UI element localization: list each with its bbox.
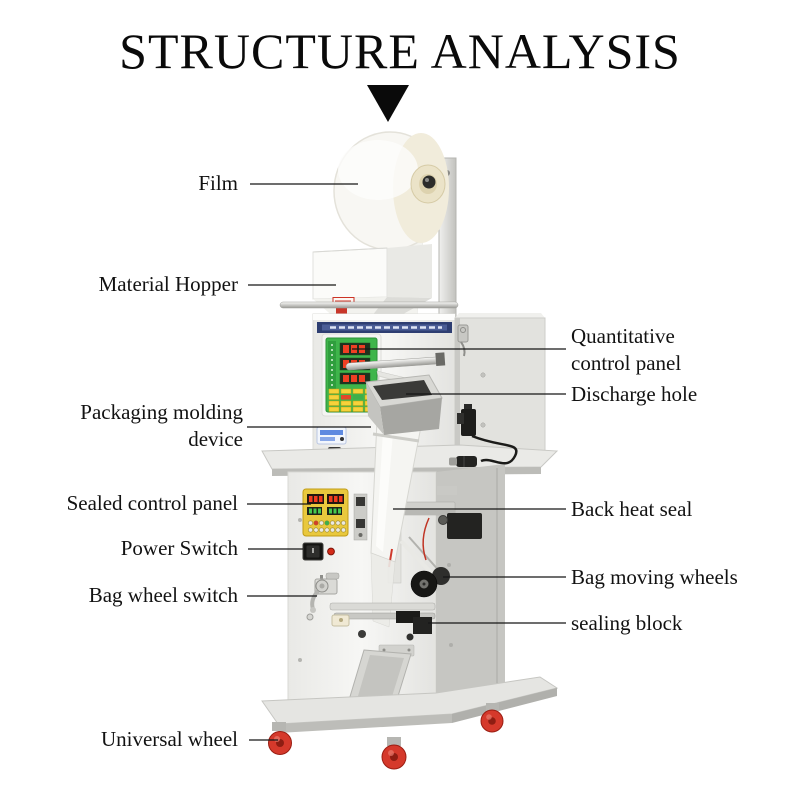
label-back-heat-seal: Back heat seal	[571, 497, 693, 521]
universal-wheel-part	[268, 703, 504, 770]
label-sealed-control-panel: Sealed control panel	[66, 491, 238, 515]
quantitative-control-panel-part	[321, 333, 382, 417]
page-title: STRUCTURE ANALYSIS	[119, 23, 681, 79]
label-universal-wheel: Universal wheel	[100, 727, 238, 751]
label-film: Film	[198, 171, 238, 195]
label-power-switch: Power Switch	[120, 536, 238, 560]
guide-rod	[279, 301, 459, 309]
label-material-hopper: Material Hopper	[98, 272, 238, 296]
bottom-slide-chute	[348, 649, 412, 710]
label-packaging-molding-device: Packaging molding device	[80, 400, 243, 451]
base-plate	[261, 676, 559, 733]
sealing-block-part	[329, 602, 436, 657]
label-bag-moving-wheels: Bag moving wheels	[571, 565, 738, 589]
sealed-control-panel-part	[302, 488, 349, 537]
bag-wheel-switch-part	[306, 572, 340, 621]
discharge-hole-part	[365, 374, 443, 435]
label-sealing-block: sealing block	[571, 611, 683, 635]
film-roll	[333, 131, 449, 251]
leader-lines	[247, 183, 566, 741]
bag-moving-wheels-part	[410, 567, 450, 598]
film-tension-rod	[345, 352, 446, 371]
power-switch-part	[302, 542, 335, 561]
sensor-cable	[449, 404, 518, 467]
film-bracket	[353, 493, 368, 541]
label-quantitative-control-panel: Quantitative control panel	[571, 324, 682, 375]
label-bag-wheel-switch: Bag wheel switch	[88, 583, 238, 607]
label-discharge-hole: Discharge hole	[571, 382, 698, 406]
down-arrow-icon	[367, 85, 409, 122]
